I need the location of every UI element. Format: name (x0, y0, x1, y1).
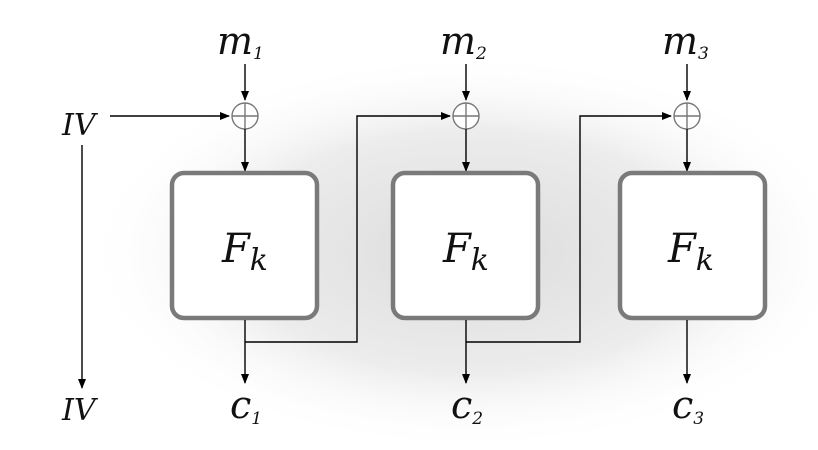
xor-3-icon (673, 102, 701, 130)
iv-input-label: IV (61, 108, 99, 143)
ciphertext-2-label: c2 (451, 383, 483, 429)
block-1: m1 Fk c1 (169, 19, 320, 429)
function-box-1 (169, 170, 320, 321)
message-2-label: m2 (440, 19, 487, 64)
xor-1-icon (231, 102, 259, 130)
function-3-label: Fk (667, 226, 714, 278)
chain-2-to-3-arrow (466, 112, 672, 343)
function-box-2 (390, 170, 541, 321)
block-2: m2 Fk c2 (390, 19, 541, 429)
iv-output-label: IV (61, 393, 99, 428)
function-box-3 (617, 170, 768, 321)
block-3: m3 Fk c3 (617, 19, 768, 429)
function-2-label: Fk (442, 226, 489, 278)
ciphertext-1-label: c1 (230, 383, 262, 429)
function-1-label: Fk (221, 226, 268, 278)
message-3-label: m3 (662, 19, 709, 64)
xor-2-icon (452, 102, 480, 130)
ciphertext-3-label: c3 (672, 383, 704, 429)
message-1-label: m1 (217, 19, 264, 64)
chain-1-to-2-arrow (245, 112, 451, 343)
